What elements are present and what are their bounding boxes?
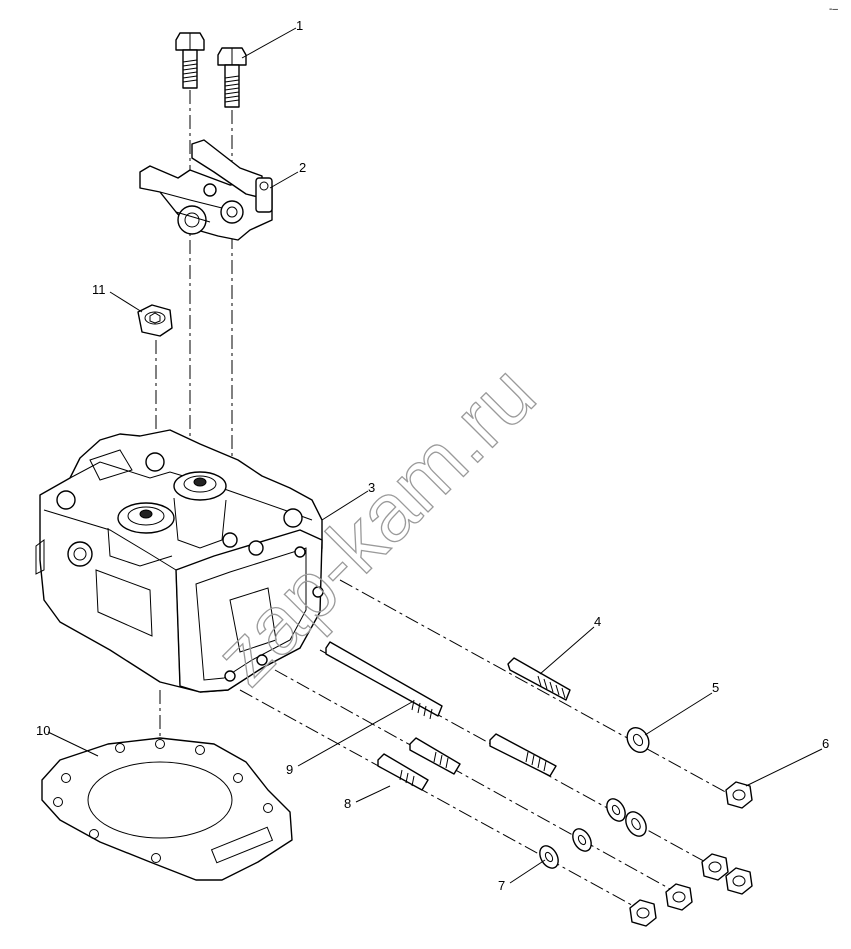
leader-lines xyxy=(47,27,823,884)
nut-d xyxy=(629,899,657,927)
nut-a xyxy=(701,853,729,881)
callout-11: 11 xyxy=(92,282,106,297)
nut-part-6 xyxy=(725,781,753,809)
washer-b xyxy=(625,811,647,837)
stud-part-4 xyxy=(507,657,571,701)
callout-6: 6 xyxy=(822,736,829,751)
callout-7: 7 xyxy=(498,878,505,893)
callout-8: 8 xyxy=(344,796,351,811)
bolt-part-1 xyxy=(175,32,247,108)
callout-10: 10 xyxy=(36,723,50,738)
corner-mark: -– xyxy=(829,4,838,15)
nut-b xyxy=(725,867,753,895)
gasket-part-10 xyxy=(41,737,293,881)
callout-2: 2 xyxy=(299,160,306,175)
callout-5: 5 xyxy=(712,680,719,695)
callout-labels: 1 2 3 4 5 6 7 8 9 10 11 xyxy=(36,18,829,893)
callout-9: 9 xyxy=(286,762,293,777)
washer-a xyxy=(606,798,626,822)
washer-c xyxy=(572,828,592,852)
stud-part-9 xyxy=(325,641,443,720)
stud-mid-1 xyxy=(489,733,557,777)
callout-1: 1 xyxy=(296,18,303,33)
washer-part-7 xyxy=(539,845,559,869)
callout-3: 3 xyxy=(368,480,375,495)
nut-c xyxy=(665,883,693,911)
plug-part-11 xyxy=(137,304,173,337)
cylinder-head-part-3 xyxy=(35,429,324,693)
callout-4: 4 xyxy=(594,614,601,629)
stud-part-8 xyxy=(377,753,429,791)
washer-part-5 xyxy=(626,726,650,754)
rocker-arm-assembly-part-2 xyxy=(139,139,273,241)
stud-mid-2 xyxy=(409,737,461,775)
